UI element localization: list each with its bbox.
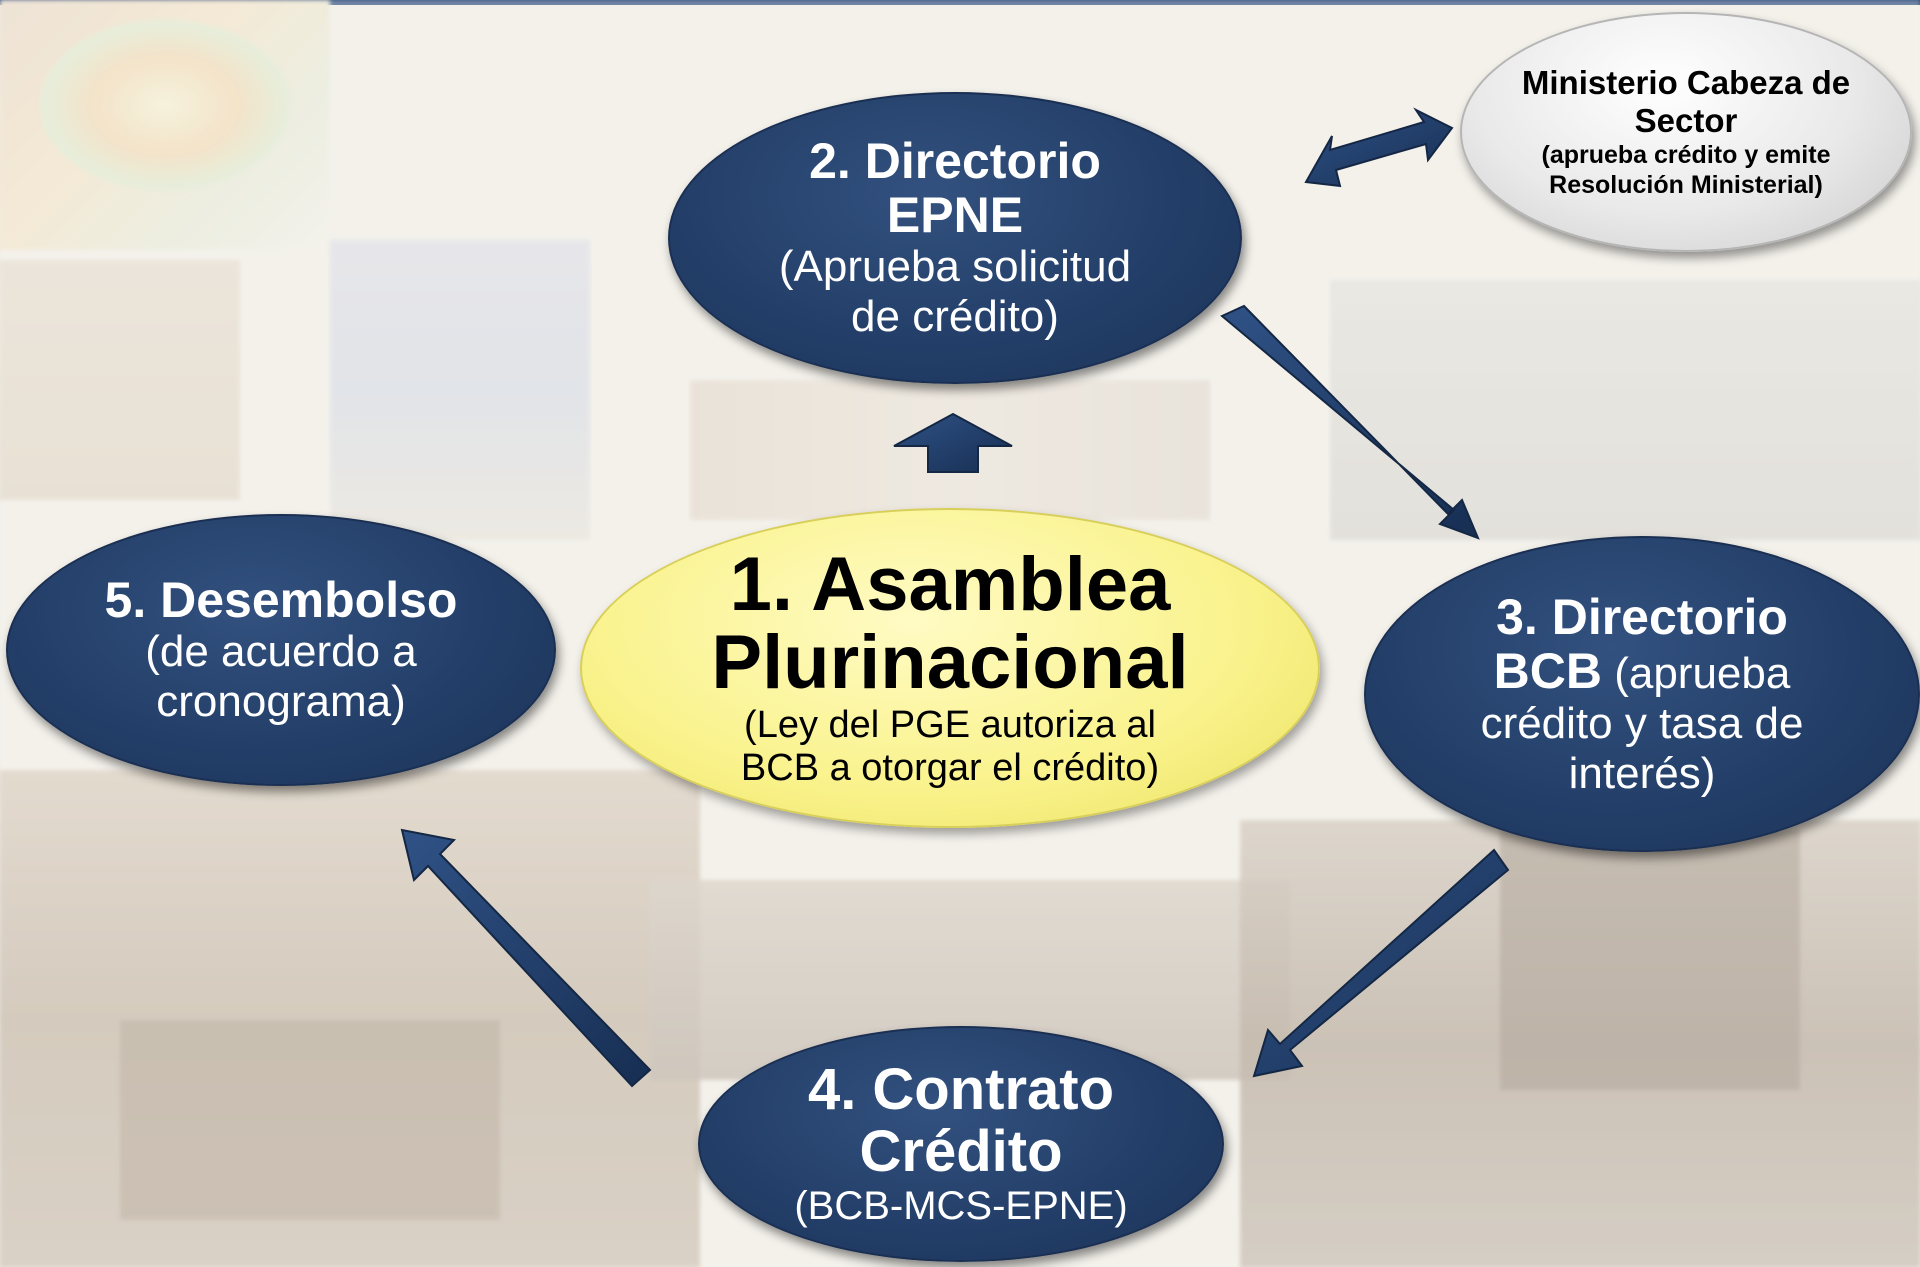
contrato-title-line2: Crédito	[859, 1119, 1063, 1184]
contrato-desc-line1: (BCB-MCS-EPNE)	[794, 1184, 1128, 1228]
arrow-4-to-5	[400, 828, 652, 1088]
top-bar	[0, 0, 1920, 5]
epne-title-line2: EPNE	[886, 187, 1024, 243]
desembolso-title-line1: 5. Desembolso	[104, 572, 458, 628]
node-ministerio-cabeza-sector: Ministerio Cabeza de Sector (aprueba cré…	[1460, 12, 1912, 252]
bcb-title-bold: BCB	[1493, 642, 1602, 699]
node-contrato-credito: 4. Contrato Crédito (BCB-MCS-EPNE)	[698, 1026, 1224, 1262]
contrato-title-line1: 4. Contrato	[807, 1057, 1115, 1122]
asamblea-title-line2: Plurinacional	[711, 620, 1189, 705]
node-asamblea-plurinacional: 1. Asamblea Plurinacional (Ley del PGE a…	[580, 508, 1320, 828]
node-desembolso: 5. Desembolso (de acuerdo a cronograma)	[6, 514, 556, 786]
asamblea-title-line1: 1. Asamblea	[729, 542, 1171, 627]
asamblea-desc-line2: BCB a otorgar el crédito)	[740, 747, 1160, 789]
ministerio-title-line2: Sector	[1634, 102, 1738, 139]
arrow-up-1-to-2	[893, 412, 1013, 473]
double-arrow-2-ministerio	[1304, 107, 1454, 188]
bcb-desc-line2: crédito y tasa de	[1480, 698, 1804, 748]
bcb-line2: BCB (aprueba	[1494, 644, 1791, 699]
arrow-2-to-3	[1220, 304, 1480, 540]
epne-desc-line1: (Aprueba solicitud	[778, 242, 1132, 291]
epne-desc-line2: de crédito)	[851, 292, 1059, 341]
bcb-desc-inline: (aprueba	[1601, 648, 1791, 698]
ministerio-desc-line2: Resolución Ministerial)	[1549, 171, 1823, 199]
arrow-3-to-4	[1252, 848, 1510, 1078]
node-directorio-epne: 2. Directorio EPNE (Aprueba solicitud de…	[668, 92, 1242, 384]
desembolso-desc-line2: cronograma)	[156, 677, 406, 726]
desembolso-desc-line1: (de acuerdo a	[145, 627, 417, 676]
bcb-desc-line3: interés)	[1568, 748, 1716, 798]
ministerio-title-line1: Ministerio Cabeza de	[1521, 64, 1851, 101]
bcb-title-line1: 3. Directorio	[1496, 588, 1788, 645]
node-directorio-bcb: 3. Directorio BCB (aprueba crédito y tas…	[1364, 536, 1920, 852]
ministerio-desc-line1: (aprueba crédito y emite	[1541, 141, 1831, 169]
epne-title-line1: 2. Directorio	[809, 133, 1101, 189]
asamblea-desc-line1: (Ley del PGE autoriza al	[744, 704, 1156, 746]
